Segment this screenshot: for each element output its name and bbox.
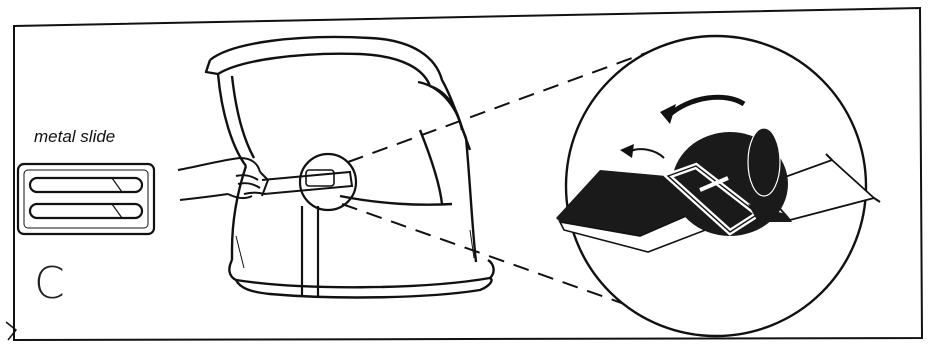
metal-slide xyxy=(18,164,154,234)
child-seat xyxy=(206,37,494,297)
metal-slide-label: metal slide xyxy=(34,127,115,146)
strap-with-slide xyxy=(262,170,352,194)
detail-circle-small xyxy=(300,154,356,210)
panel-letter: C xyxy=(34,258,65,309)
strap xyxy=(302,206,318,296)
hand xyxy=(178,158,268,200)
